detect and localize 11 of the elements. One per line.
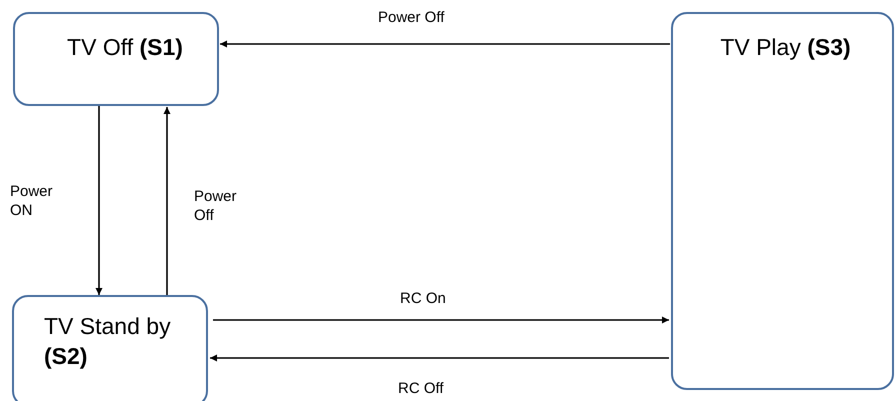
arrow — [210, 354, 669, 362]
arrow — [220, 40, 670, 48]
state-name: TV Play (S3) — [719, 33, 852, 62]
arrow — [96, 106, 102, 295]
arrow — [164, 107, 170, 295]
state-name: TV Off (S1) — [66, 33, 184, 62]
state-box — [12, 295, 208, 401]
arrow — [213, 316, 669, 324]
state-box — [671, 12, 894, 390]
state-box — [13, 12, 219, 106]
state-name: TV Stand by (S2) — [44, 312, 172, 371]
